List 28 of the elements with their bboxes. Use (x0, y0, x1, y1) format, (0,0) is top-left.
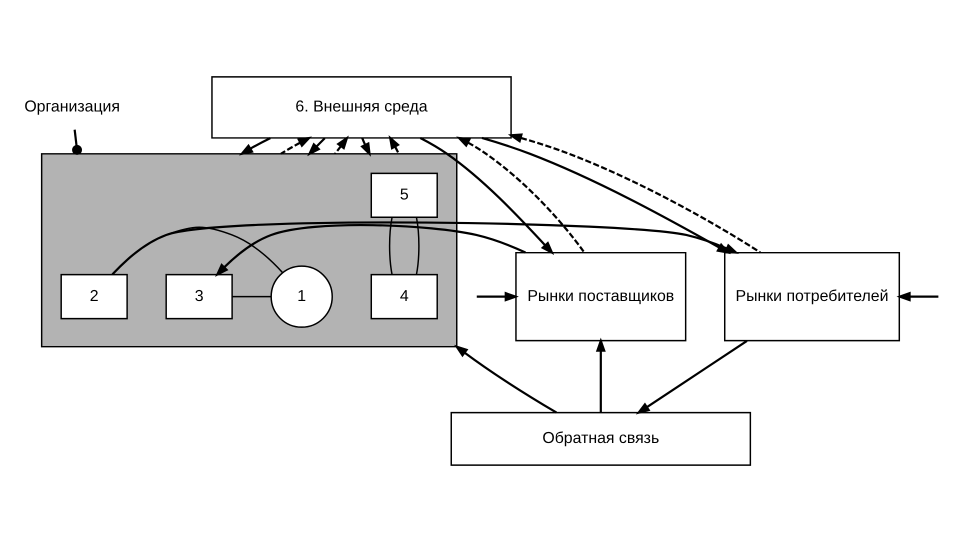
arrow (456, 136, 586, 253)
arrow (388, 134, 400, 154)
node-box: 6. Внешняя среда (211, 76, 512, 138)
arrow (307, 136, 326, 156)
node-box: 5 (370, 172, 438, 218)
arrow (280, 136, 312, 154)
cluster (40, 152, 458, 347)
arrow (636, 340, 748, 414)
connector (388, 216, 393, 274)
node-box: 3 (165, 273, 233, 319)
node-box: Рынки потребителей (724, 251, 900, 341)
node-box: 2 (60, 273, 128, 319)
arrow (476, 291, 519, 302)
node-circle: 1 (270, 264, 333, 328)
arrow (239, 136, 271, 156)
arrow (334, 135, 349, 154)
arrow (454, 344, 558, 414)
connector (232, 295, 271, 297)
node-text: Организация (24, 98, 120, 116)
arrow (596, 337, 606, 412)
arrow (112, 220, 739, 275)
node-box: 4 (370, 273, 438, 319)
arrow (215, 224, 526, 276)
node-box: Рынки поставщиков (515, 251, 686, 341)
connector (416, 216, 420, 274)
connector (72, 129, 82, 154)
node-box: Обратная связь (450, 411, 752, 466)
arrow (896, 291, 938, 302)
